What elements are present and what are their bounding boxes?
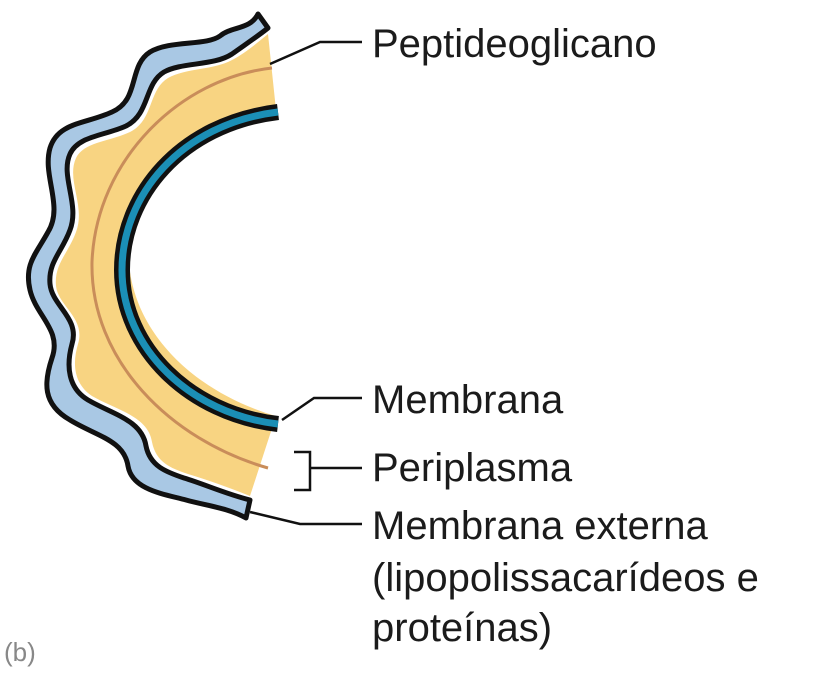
peptidoglycan-leader — [270, 42, 362, 64]
periplasm-bracket — [294, 452, 310, 490]
label-peptidoglycan: Peptideoglicano — [372, 22, 657, 66]
label-membrane: Membrana — [372, 378, 563, 422]
label-outer-membrane-line2: (lipopolissacarídeos e — [372, 556, 759, 600]
label-outer-membrane-line3: proteínas) — [372, 606, 552, 650]
membrane-leader — [282, 398, 362, 420]
label-outer-membrane-line1: Membrana externa — [372, 504, 708, 548]
panel-letter: (b) — [4, 630, 36, 674]
label-periplasm: Periplasma — [372, 446, 572, 490]
outer-membrane-leader — [250, 512, 362, 524]
